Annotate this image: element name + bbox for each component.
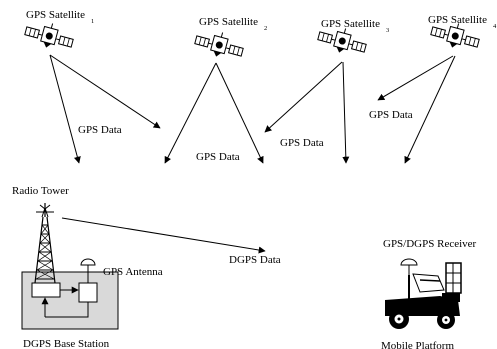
arrow-sat3-left (264, 61, 343, 133)
arrow-sat4-left (377, 55, 454, 101)
gps-data-label-4: GPS Data (369, 109, 413, 121)
dgps-data-label: DGPS Data (229, 254, 281, 266)
satellite-1-subscript: 1 (91, 18, 94, 25)
receiver-label: GPS/DGPS Receiver (383, 238, 477, 250)
satellite-4-subscript: 4 (493, 23, 497, 30)
gps-data-label-2: GPS Data (196, 151, 240, 163)
base-station-label: DGPS Base Station (23, 338, 110, 349)
mobile-platform-label: Mobile Platform (381, 340, 454, 349)
arrow-sat1-right (49, 54, 161, 129)
arrow-dgps-broadcast (61, 217, 266, 254)
arrow-sat1-to-tower (49, 54, 81, 164)
satellite-1-icon (22, 16, 77, 55)
gps-data-label-1: GPS Data (78, 124, 122, 136)
arrow-sat4-down (404, 55, 456, 164)
radio-tower-icon (31, 203, 61, 298)
satellite-1-label: GPS Satellite (26, 9, 85, 21)
radio-tower-label: Radio Tower (12, 185, 69, 197)
satellite-2-subscript: 2 (264, 25, 267, 32)
arrow-sat2-left (164, 62, 217, 164)
satellite-3-label: GPS Satellite (321, 18, 380, 30)
base-station: GPS Antenna (21, 203, 163, 330)
satellite-1: GPS Satellite 1 (22, 9, 94, 55)
arrow-sat2-right (215, 62, 264, 164)
mobile-platform-icon (385, 258, 462, 329)
satellite-3-subscript: 3 (386, 27, 389, 34)
satellite-2-label: GPS Satellite (199, 16, 258, 28)
base-station-building (21, 271, 119, 330)
gps-antenna-label: GPS Antenna (103, 266, 163, 278)
satellite-4-label: GPS Satellite (428, 14, 487, 26)
base-station-connection (41, 286, 89, 318)
satellite-2: GPS Satellite 2 (192, 16, 267, 64)
satellite-3: GPS Satellite 3 (315, 18, 389, 60)
arrow-sat3-down (342, 61, 350, 164)
satellite-4: GPS Satellite 4 (428, 14, 497, 55)
satellite-2-icon (192, 25, 247, 64)
gps-data-label-3: GPS Data (280, 137, 324, 149)
gps-signal-arrows (49, 54, 456, 164)
